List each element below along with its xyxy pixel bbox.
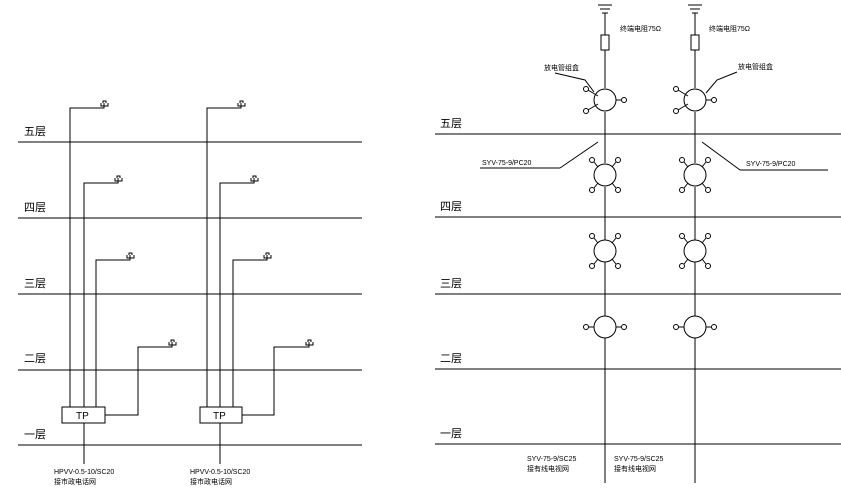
amplifier-label: 放电管组盒 bbox=[544, 63, 579, 72]
catv-trunk-a: 终端电阻75Ω 放电管组盒 bbox=[480, 4, 661, 483]
telephone-riser-diagram: 五层 四层 三层 二层 一层 TP HPVV-0. bbox=[18, 100, 362, 486]
phone-cable-2f bbox=[105, 342, 173, 416]
telephone-outlet-icon bbox=[114, 175, 123, 182]
floor-cable-label: SYV-75-9/PC20 bbox=[746, 161, 796, 168]
catv-riser-diagram: 五层 四层 三层 二层 一层 终端电阻75Ω bbox=[435, 4, 841, 483]
phone-cable-4f bbox=[83, 178, 119, 408]
incoming-cable-spec: HPVV-0.5-10/SC20 bbox=[190, 469, 250, 476]
incoming-cable-note: 接有线电视网 bbox=[527, 464, 569, 473]
terminator-resistor bbox=[690, 34, 700, 51]
terminator-resistor bbox=[600, 34, 610, 51]
floor-cable-leader bbox=[701, 141, 741, 171]
distribution-box-tp bbox=[199, 406, 243, 424]
tv-splitter-icon bbox=[679, 233, 711, 269]
floor-label-1: 一层 bbox=[24, 428, 46, 441]
floor-label-5: 五层 bbox=[24, 125, 46, 138]
terminator-label: 终端电阻75Ω bbox=[709, 24, 750, 33]
phone-cable-2f bbox=[242, 342, 310, 416]
distribution-box-label: TP bbox=[213, 411, 226, 422]
telephone-outlet-icon bbox=[250, 175, 259, 182]
incoming-cable-spec: HPVV-0.5-10/SC20 bbox=[54, 469, 114, 476]
incoming-cable-spec: SYV-75-9/SC25 bbox=[614, 456, 664, 463]
catv-trunk-b: 终端电阻75Ω 放电管组盒 bbox=[614, 4, 828, 483]
floor-label-1: 一层 bbox=[440, 427, 462, 440]
floor-label-2: 二层 bbox=[440, 352, 462, 365]
ground-icon bbox=[688, 4, 702, 14]
distribution-box-label: TP bbox=[76, 411, 89, 422]
telephone-outlet-icon bbox=[263, 252, 272, 259]
ground-icon bbox=[598, 4, 612, 14]
incoming-cable-spec: SYV-75-9/SC25 bbox=[527, 456, 577, 463]
incoming-cable-note: 接市政电话网 bbox=[54, 477, 96, 486]
phone-cable-3f bbox=[232, 255, 268, 408]
telephone-outlet-icon bbox=[100, 100, 109, 107]
tv-splitter-icon bbox=[679, 157, 711, 193]
telephone-outlet-icon bbox=[126, 252, 135, 259]
phone-cable-4f bbox=[219, 178, 255, 408]
floor-label-5: 五层 bbox=[440, 117, 462, 130]
floor-cable-leader bbox=[559, 141, 599, 169]
floor-label-3: 三层 bbox=[440, 277, 462, 290]
telephone-outlet-icon bbox=[305, 339, 314, 346]
floor-label-4: 四层 bbox=[24, 201, 46, 214]
tv-splitter-icon bbox=[589, 233, 621, 269]
telephone-outlet-icon bbox=[237, 100, 246, 107]
incoming-cable-note: 接市政电话网 bbox=[190, 477, 232, 486]
amplifier-leader bbox=[705, 71, 738, 94]
incoming-cable-note: 接有线电视网 bbox=[614, 464, 656, 473]
telephone-riser-a: TP HPVV-0.5-10/SC20 接市政电话网 bbox=[54, 100, 177, 486]
floor-label-2: 二层 bbox=[24, 352, 46, 365]
telephone-outlet-icon bbox=[168, 339, 177, 346]
phone-cable-5f bbox=[69, 103, 105, 408]
amplifier-label: 放电管组盒 bbox=[738, 62, 773, 71]
phone-cable-5f bbox=[206, 103, 242, 408]
terminator-label: 终端电阻75Ω bbox=[620, 24, 661, 33]
floor-label-4: 四层 bbox=[440, 200, 462, 213]
telephone-riser-b: TP HPVV-0.5-10/SC20 接市政电话网 bbox=[190, 100, 314, 486]
tv-splitter-icon bbox=[673, 86, 717, 114]
amplifier-leader bbox=[554, 72, 595, 93]
floor-label-3: 三层 bbox=[24, 277, 46, 290]
tv-splitter-icon bbox=[583, 315, 627, 339]
phone-cable-3f bbox=[95, 255, 131, 408]
floor-cable-label: SYV-75-9/PC20 bbox=[482, 160, 532, 167]
tv-splitter-icon bbox=[583, 86, 627, 114]
tv-splitter-icon bbox=[673, 315, 717, 339]
tv-splitter-icon bbox=[589, 157, 621, 193]
